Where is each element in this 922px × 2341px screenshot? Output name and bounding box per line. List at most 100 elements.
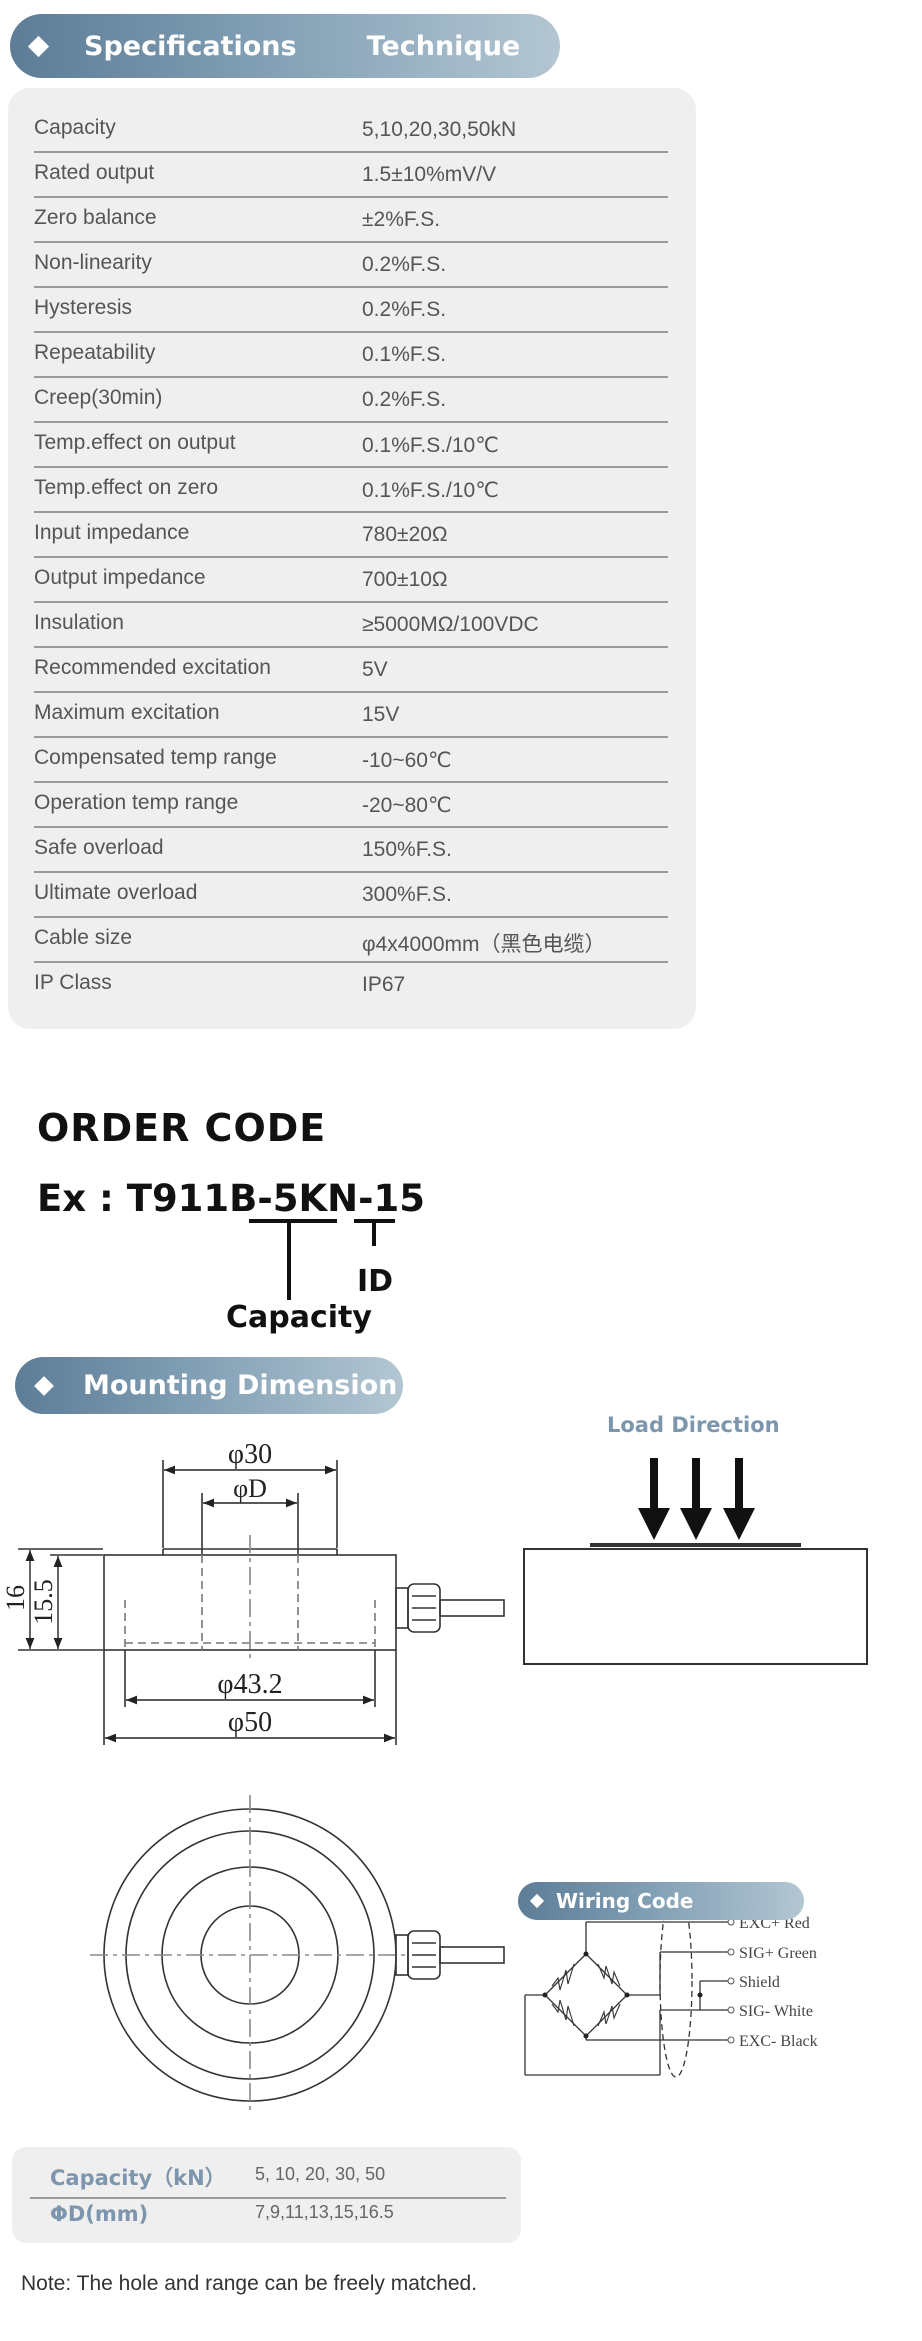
table-row: Rated output 1.5±10%mV/V bbox=[34, 153, 668, 198]
spec-label: Temp.effect on output bbox=[34, 431, 236, 454]
sensor-top-view bbox=[90, 1795, 505, 2115]
spec-label: Output impedance bbox=[34, 566, 206, 589]
spec-label: Compensated temp range bbox=[34, 746, 277, 769]
spec-label: Temp.effect on zero bbox=[34, 476, 219, 499]
table-row: Temp.effect on output 0.1%F.S./10℃ bbox=[34, 423, 668, 468]
table-row: Compensated temp range -10~60℃ bbox=[34, 738, 668, 783]
spec-label: Operation temp range bbox=[34, 791, 239, 814]
id-label: ID bbox=[357, 1264, 394, 1299]
wire-sig-minus: SIG- White bbox=[739, 2003, 813, 2020]
spec-value: 0.2%F.S. bbox=[362, 253, 447, 276]
specifications-header: Specifications Technique bbox=[10, 14, 560, 78]
arrow-down-icon bbox=[692, 1458, 700, 1520]
spec-label: Rated output bbox=[34, 161, 155, 184]
spec-value: 780±20Ω bbox=[362, 523, 448, 546]
spec-table: Capacity 5,10,20,30,50kN Rated output 1.5±… bbox=[8, 88, 696, 1029]
dim-16-label: 16 bbox=[1, 1585, 30, 1611]
table-row: Temp.effect on zero 0.1%F.S./10℃ bbox=[34, 468, 668, 513]
spec-value: ±2%F.S. bbox=[362, 208, 441, 231]
arrow-down-icon bbox=[735, 1458, 743, 1520]
spec-label: Recommended excitation bbox=[34, 656, 271, 679]
capacity-table: Capacity（kN） 5, 10, 20, 30, 50 ΦD(mm) 7,… bbox=[12, 2147, 521, 2243]
table-row: Operation temp range -20~80℃ bbox=[34, 783, 668, 828]
spec-label: IP Class bbox=[34, 971, 112, 994]
spec-value: 1.5±10%mV/V bbox=[362, 163, 497, 186]
spec-header-subtitle: Technique bbox=[366, 30, 521, 62]
spec-label: Ultimate overload bbox=[34, 881, 198, 904]
load-direction-label: Load Direction bbox=[607, 1413, 780, 1437]
spec-value: 700±10Ω bbox=[362, 568, 448, 591]
mounting-title: Mounting Dimension bbox=[83, 1370, 398, 1401]
spec-label: Creep(30min) bbox=[34, 386, 163, 409]
cable bbox=[439, 1599, 505, 1617]
spec-value: 15V bbox=[362, 703, 400, 726]
spec-label: Safe overload bbox=[34, 836, 164, 859]
spec-value: -10~60℃ bbox=[362, 749, 452, 772]
diameter-row-label: ΦD(mm) bbox=[50, 2202, 149, 2226]
footnote: Note: The hole and range can be freely m… bbox=[21, 2272, 478, 2295]
spec-label: Maximum excitation bbox=[34, 701, 220, 724]
mounting-drawing: φ30 φD φ43.2 φ50 16 15.5 bbox=[1, 1439, 868, 2115]
sensor-block bbox=[523, 1548, 868, 1665]
spec-label: Cable size bbox=[34, 926, 133, 949]
cable-gland bbox=[395, 1587, 409, 1629]
table-row: Safe overload 150%F.S. bbox=[34, 828, 668, 873]
wiring-title: Wiring Code bbox=[556, 1889, 694, 1913]
arrow-down-icon bbox=[650, 1458, 658, 1520]
order-code-callouts bbox=[249, 1219, 395, 1300]
spec-value: 0.2%F.S. bbox=[362, 298, 447, 321]
table-row: Insulation ≥5000MΩ/100VDC bbox=[34, 603, 668, 648]
spec-value: -20~80℃ bbox=[362, 794, 452, 817]
spec-value: 5V bbox=[362, 658, 388, 681]
table-row: Recommended excitation 5V bbox=[34, 648, 668, 693]
table-row: Cable size φ4x4000mm（黑色电缆） bbox=[34, 918, 668, 963]
capacity-row-label: Capacity（kN） bbox=[50, 2166, 226, 2190]
spec-value: IP67 bbox=[362, 973, 406, 996]
table-row: Non-linearity 0.2%F.S. bbox=[34, 243, 668, 288]
mounting-dimension-header: Mounting Dimension bbox=[15, 1357, 403, 1414]
wire-sig-plus: SIG+ Green bbox=[739, 1945, 817, 1962]
table-row: Ultimate overload 300%F.S. bbox=[34, 873, 668, 918]
table-row: Input impedance 780±20Ω bbox=[34, 513, 668, 558]
diameter-row-value: 7,9,11,13,15,16.5 bbox=[255, 2202, 394, 2222]
capacity-row-value: 5, 10, 20, 30, 50 bbox=[255, 2164, 386, 2184]
spec-label: Hysteresis bbox=[34, 296, 133, 319]
spec-value: 150%F.S. bbox=[362, 838, 452, 861]
spec-value: 0.1%F.S./10℃ bbox=[362, 479, 499, 502]
spec-value: 0.1%F.S./10℃ bbox=[362, 434, 499, 457]
spec-value: φ4x4000mm（黑色电缆） bbox=[362, 933, 606, 956]
spec-label: Repeatability bbox=[34, 341, 156, 364]
spec-label: Insulation bbox=[34, 611, 124, 634]
diamond-icon bbox=[529, 1893, 545, 1909]
table-row: Repeatability 0.1%F.S. bbox=[34, 333, 668, 378]
table-row: Maximum excitation 15V bbox=[34, 693, 668, 738]
spec-label: Non-linearity bbox=[34, 251, 152, 274]
table-row: Creep(30min) 0.2%F.S. bbox=[34, 378, 668, 423]
table-row: IP Class IP67 bbox=[34, 963, 668, 1008]
load-direction-diagram bbox=[523, 1458, 868, 1665]
spec-label: Input impedance bbox=[34, 521, 190, 544]
table-row: Hysteresis 0.2%F.S. bbox=[34, 288, 668, 333]
spec-label: Zero balance bbox=[34, 206, 157, 229]
wire-shield: Shield bbox=[739, 1974, 780, 1991]
spec-value: 5,10,20,30,50kN bbox=[362, 118, 517, 141]
order-code-title: ORDER CODE bbox=[37, 1106, 327, 1150]
wiring-code-header: Wiring Code bbox=[518, 1882, 804, 1920]
capacity-label: Capacity bbox=[226, 1300, 372, 1335]
table-row: Output impedance 700±10Ω bbox=[34, 558, 668, 603]
wire-exc-minus: EXC- Black bbox=[739, 2033, 818, 2050]
dim-d-label: φD bbox=[233, 1474, 267, 1503]
spec-header-title: Specifications bbox=[84, 30, 297, 62]
spec-value: 0.1%F.S. bbox=[362, 343, 447, 366]
dim-50-label: φ50 bbox=[228, 1707, 272, 1738]
table-row: Zero balance ±2%F.S. bbox=[34, 198, 668, 243]
spec-value: 300%F.S. bbox=[362, 883, 452, 906]
table-row: Capacity 5,10,20,30,50kN bbox=[34, 108, 668, 153]
spec-value: 0.2%F.S. bbox=[362, 388, 447, 411]
dim-30-label: φ30 bbox=[228, 1439, 272, 1470]
order-code-example: Ex : T911B-5KN-15 bbox=[37, 1177, 425, 1220]
spec-value: ≥5000MΩ/100VDC bbox=[362, 613, 539, 636]
dim-155-label: 15.5 bbox=[29, 1579, 58, 1625]
dim-432-label: φ43.2 bbox=[217, 1669, 282, 1700]
spec-label: Capacity bbox=[34, 116, 116, 139]
